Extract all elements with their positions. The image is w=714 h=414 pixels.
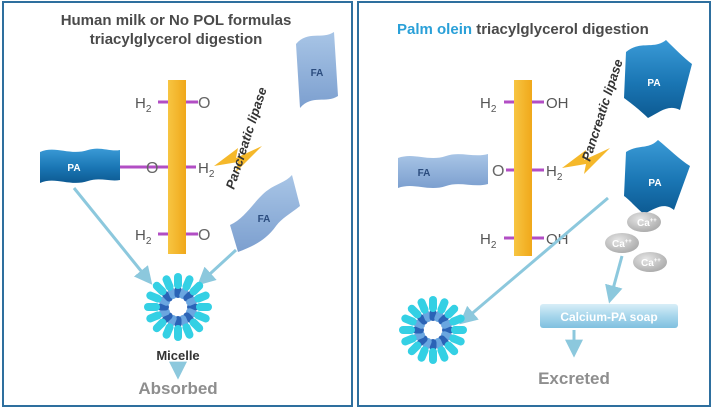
left-pa-ribbon: PA bbox=[40, 148, 120, 183]
left-lightning-icon bbox=[214, 146, 262, 172]
left-panel-frame bbox=[2, 1, 353, 407]
left-title-line1: Human milk or No POL formulas bbox=[61, 12, 292, 29]
svg-text:Ca++: Ca++ bbox=[612, 239, 632, 250]
right-arrow-to-soap bbox=[605, 255, 624, 304]
right-calcium-pa-soap-box: Calcium-PA soap bbox=[540, 304, 678, 328]
right-arrow-to-micelle bbox=[459, 196, 609, 325]
right-calcium-ion-1: Ca++ bbox=[627, 212, 661, 232]
svg-text:Ca++: Ca++ bbox=[641, 258, 661, 269]
right-fa-ribbon: FA bbox=[398, 154, 488, 188]
right-title: Palm olein triacylglycerol digestion bbox=[397, 21, 649, 38]
left-arrow-pa-to-micelle bbox=[72, 187, 153, 285]
right-pa-ribbon-top: PA bbox=[624, 40, 692, 118]
right-fa-label: FA bbox=[418, 168, 431, 179]
left-micelle-icon bbox=[144, 273, 212, 341]
left-arrow-fa-to-micelle bbox=[197, 248, 238, 286]
left-h2-bot: H2 bbox=[135, 227, 152, 247]
right-oh-top: OH bbox=[546, 95, 569, 112]
left-glycerol-backbone bbox=[168, 80, 186, 254]
right-calcium-ion-3: Ca++ bbox=[633, 252, 667, 272]
right-result-excreted: Excreted bbox=[538, 369, 610, 388]
right-micelle-icon bbox=[399, 296, 467, 364]
right-enzyme-label: Pancreatic lipase bbox=[579, 57, 626, 163]
right-pa-mid-label: PA bbox=[648, 178, 661, 189]
right-glycerol-backbone bbox=[514, 80, 532, 256]
right-o-mid: O bbox=[492, 163, 504, 180]
right-soap-label: Calcium-PA soap bbox=[560, 310, 657, 324]
right-pa-ribbon-mid: PA bbox=[624, 140, 690, 214]
left-o-top: O bbox=[198, 95, 210, 112]
left-enzyme-label: Pancreatic lipase bbox=[223, 85, 270, 191]
left-fa-bottom-label: FA bbox=[258, 214, 271, 225]
left-fa-ribbon-top: FA bbox=[296, 32, 338, 108]
right-pa-top-label: PA bbox=[647, 78, 660, 89]
left-h2-top: H2 bbox=[135, 95, 152, 115]
left-fa-top-label: FA bbox=[311, 68, 324, 79]
right-h2-bot: H2 bbox=[480, 231, 497, 251]
right-h2-mid: H2 bbox=[546, 163, 563, 183]
right-lightning-icon bbox=[562, 148, 610, 174]
right-h2-top: H2 bbox=[480, 95, 497, 115]
right-panel-frame bbox=[357, 1, 711, 407]
left-fa-ribbon-bottom: FA bbox=[230, 175, 300, 252]
left-o-bot: O bbox=[198, 227, 210, 244]
left-h2-mid: H2 bbox=[198, 160, 215, 180]
left-result-absorbed: Absorbed bbox=[138, 379, 217, 398]
svg-text:Ca++: Ca++ bbox=[637, 218, 657, 229]
left-o-mid: O bbox=[146, 160, 158, 177]
left-pa-label: PA bbox=[67, 163, 80, 174]
left-title-line2: triacylglycerol digestion bbox=[90, 31, 263, 48]
right-calcium-ion-2: Ca++ bbox=[605, 233, 639, 253]
left-micelle-label: Micelle bbox=[156, 348, 199, 363]
